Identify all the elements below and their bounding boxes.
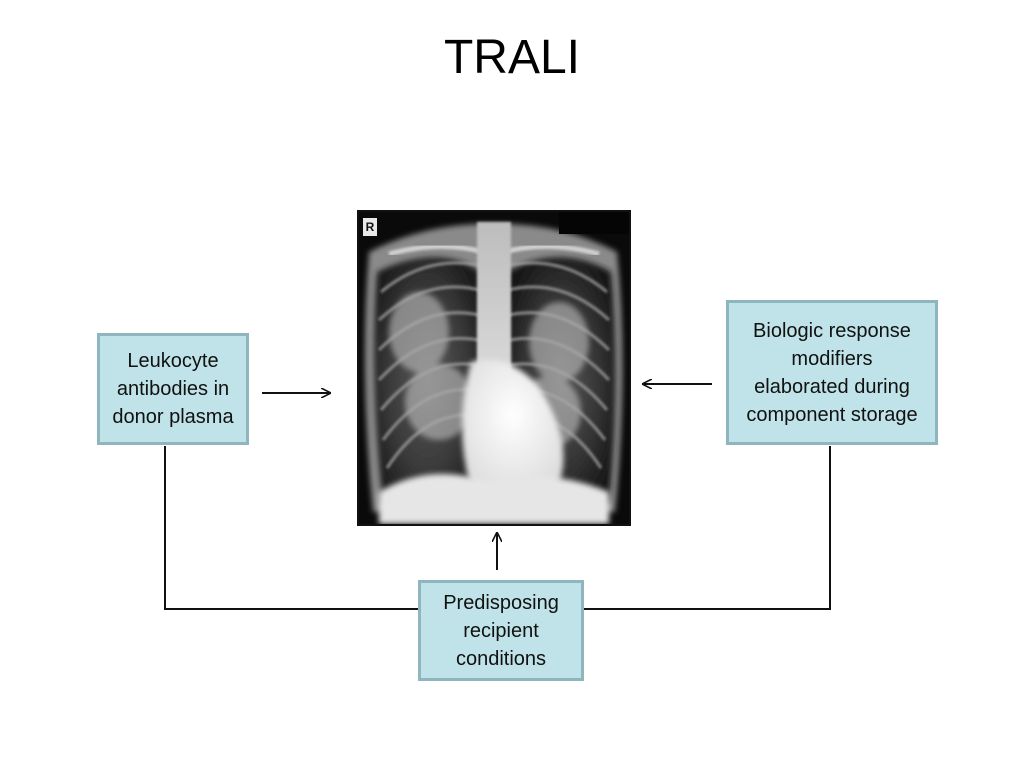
- connector-right-to-bottom: [584, 446, 831, 610]
- chest-xray-drawing: [359, 212, 629, 524]
- xray-side-marker: R: [363, 218, 377, 236]
- box-predisposing-conditions-text: Predisposing recipient conditions: [443, 591, 559, 670]
- box-biologic-response-modifiers-text: Biologic response modifiers elaborated d…: [746, 319, 918, 426]
- box-biologic-response-modifiers: Biologic response modifiers elaborated d…: [726, 300, 938, 445]
- box-leukocyte-antibodies: Leukocyte antibodies in donor plasma: [97, 333, 249, 445]
- box-leukocyte-antibodies-text: Leukocyte antibodies in donor plasma: [112, 350, 234, 428]
- slide-title: TRALI: [443, 31, 581, 84]
- connector-left-to-bottom: [164, 446, 418, 610]
- box-predisposing-conditions: Predisposing recipient conditions: [418, 580, 584, 681]
- chest-xray-image: R: [357, 210, 631, 526]
